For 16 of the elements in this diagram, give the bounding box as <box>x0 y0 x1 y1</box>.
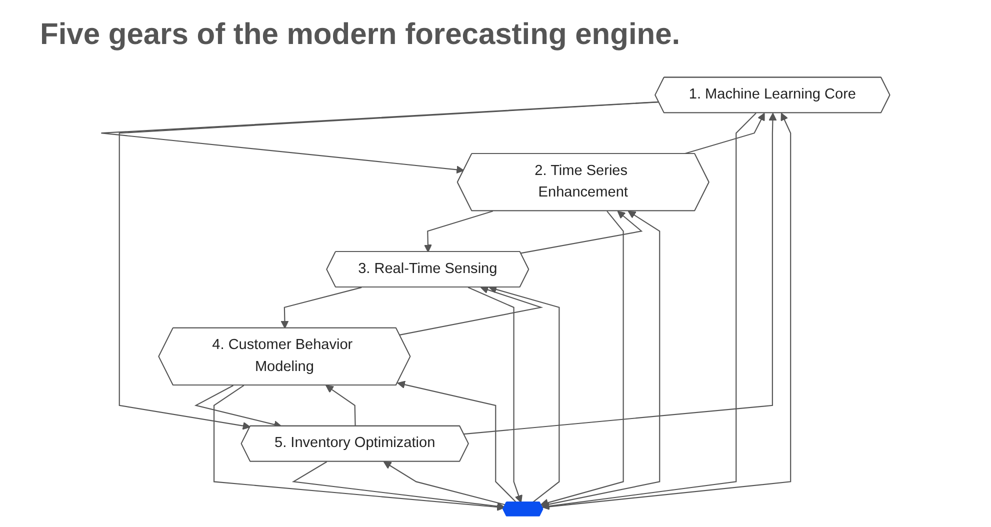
arrow <box>400 286 544 336</box>
arrow <box>468 286 522 503</box>
arrow <box>540 210 624 507</box>
arrow <box>280 286 362 329</box>
arrow <box>118 102 659 430</box>
arrow <box>213 385 505 512</box>
arrow <box>424 210 494 252</box>
arrow <box>683 112 765 154</box>
arrow <box>397 380 517 503</box>
arrow <box>464 112 777 435</box>
arrow <box>520 210 643 254</box>
arrow <box>326 385 356 426</box>
arrow <box>488 286 560 503</box>
arrow <box>383 461 506 506</box>
arrow <box>541 210 660 506</box>
diagram-title: Five gears of the modern forecasting engine. <box>40 18 680 52</box>
